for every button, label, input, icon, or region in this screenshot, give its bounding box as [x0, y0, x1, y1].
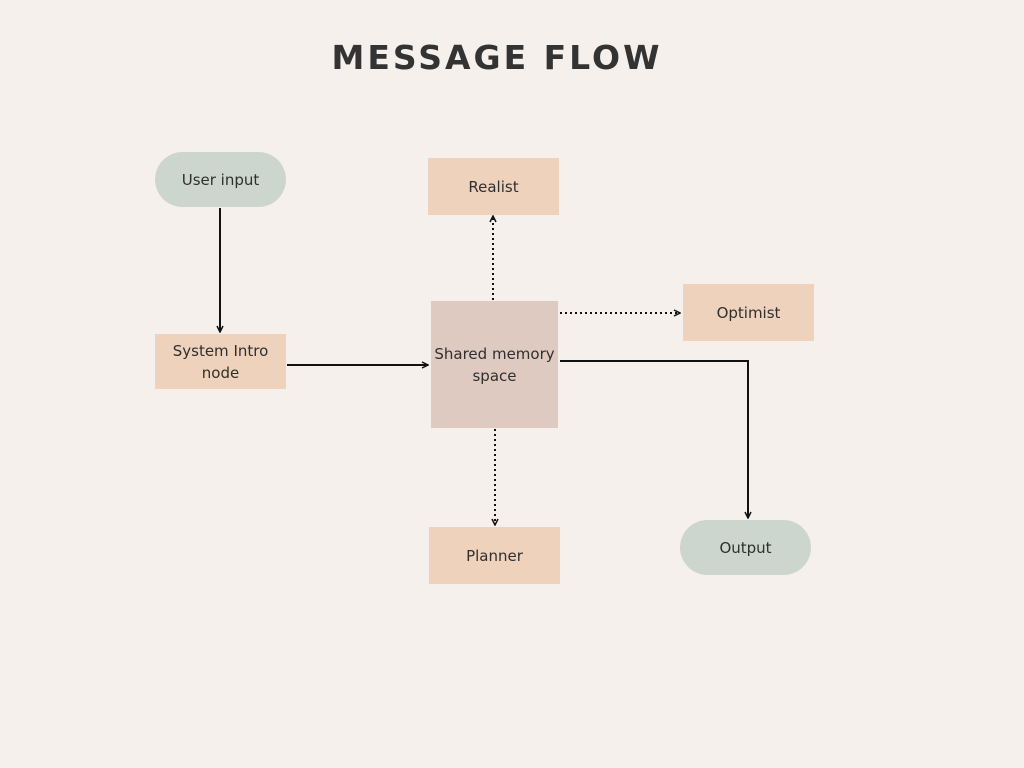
- node-output: Output: [680, 520, 811, 575]
- node-planner: Planner: [429, 527, 560, 584]
- node-shared-memory-label: Shared memory space: [434, 344, 555, 385]
- node-system-intro: System Intro node: [155, 334, 286, 389]
- node-shared-memory: Shared memory space: [431, 301, 558, 428]
- diagram-title: MESSAGE FLOW: [331, 38, 663, 77]
- node-optimist-label: Optimist: [716, 303, 781, 322]
- node-realist-label: Realist: [468, 177, 519, 196]
- node-user-input-label: User input: [181, 170, 260, 189]
- node-user-input: User input: [155, 152, 286, 207]
- node-planner-label: Planner: [466, 546, 523, 565]
- node-optimist: Optimist: [683, 284, 814, 341]
- node-output-label: Output: [719, 538, 772, 557]
- edge-shared-memory-to-output: [560, 360, 748, 518]
- node-realist: Realist: [428, 158, 559, 215]
- node-system-intro-label: System Intro node: [172, 341, 269, 382]
